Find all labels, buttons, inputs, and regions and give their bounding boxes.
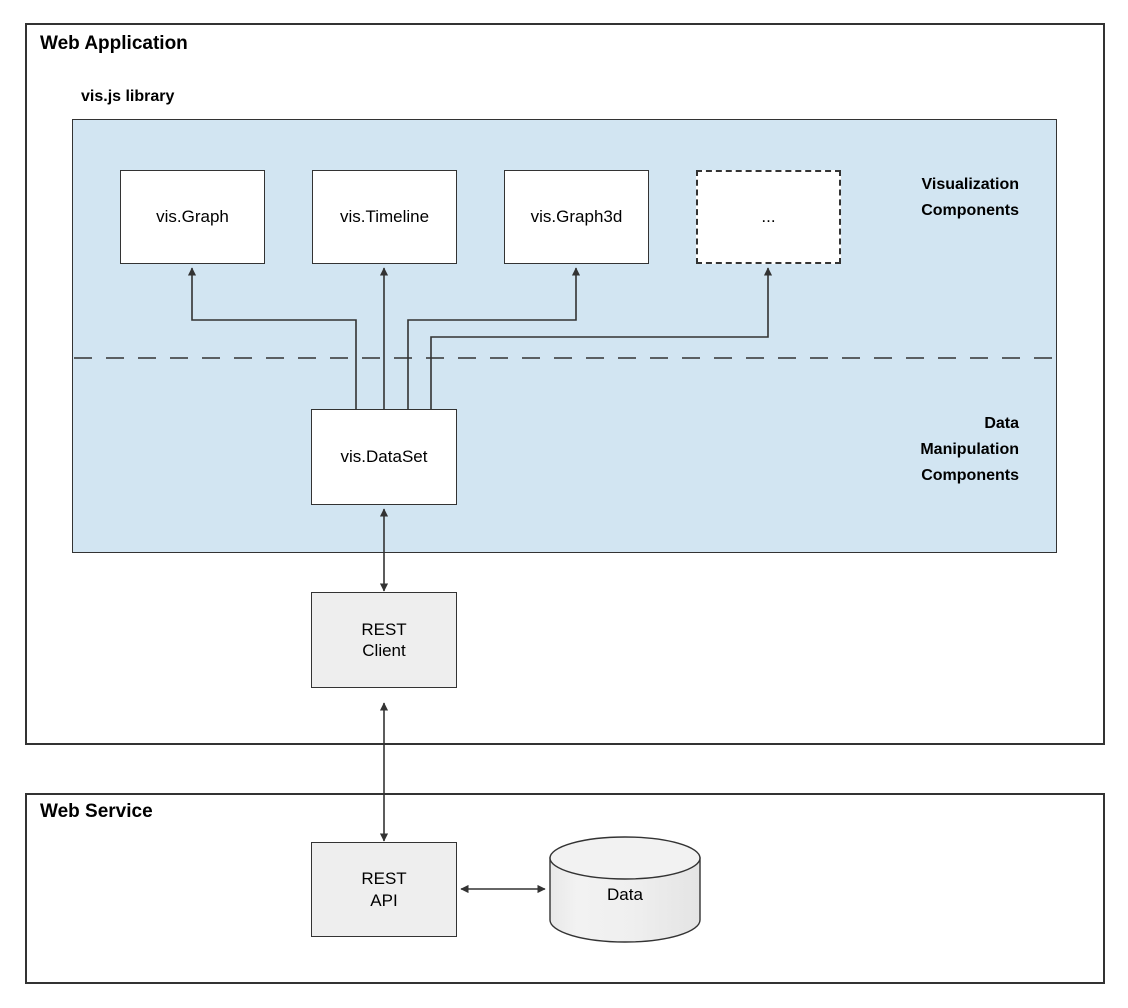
visjs-library-title: vis.js library: [81, 88, 175, 105]
visualization-components-label: Visualization Components: [921, 176, 1019, 219]
database-label: Data: [607, 885, 643, 904]
web-service-title: Web Service: [40, 801, 153, 822]
rest-client-line2: Client: [362, 641, 406, 660]
node-vis-graph3d[interactable]: vis.Graph3d: [504, 170, 649, 264]
node-vis-dataset[interactable]: vis.DataSet: [311, 409, 457, 505]
rest-client-line1: REST: [361, 619, 407, 639]
web-service-frame: [25, 793, 1105, 984]
web-application-frame: [25, 23, 1105, 745]
data-manipulation-components-label: Data Manipulation Components: [920, 415, 1019, 484]
node-rest-api[interactable]: REST API: [311, 842, 457, 937]
rest-api-line1: REST: [361, 869, 407, 889]
node-rest-client[interactable]: REST Client: [311, 592, 457, 688]
web-application-title: Web Application: [40, 33, 188, 54]
node-vis-graph[interactable]: vis.Graph: [120, 170, 265, 264]
node-vis-timeline[interactable]: vis.Timeline: [312, 170, 457, 264]
node-database[interactable]: Data: [550, 842, 700, 942]
node-other-components[interactable]: ...: [696, 170, 841, 264]
rest-api-line2: API: [370, 890, 398, 910]
